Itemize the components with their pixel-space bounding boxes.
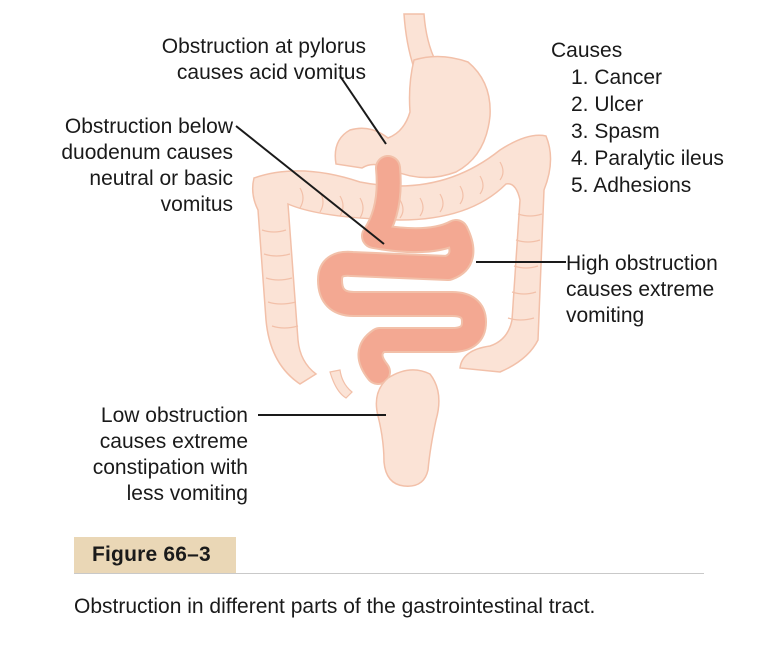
cause-item: 3. Spasm <box>571 120 660 143</box>
pylorus-label: Obstruction at pylorus causes acid vomit… <box>162 34 366 86</box>
duodenum-label-line-2: duodenum causes <box>61 141 233 164</box>
appendix <box>329 369 353 399</box>
cause-item: 5. Adhesions <box>571 174 692 197</box>
low-label-line-1: Low obstruction <box>100 404 248 427</box>
causes-title: Causes <box>551 39 623 62</box>
leader-pylorus <box>339 75 387 145</box>
low-obstruction-label: Low obstruction causes extreme constipat… <box>93 403 248 507</box>
cause-item: 1. Cancer <box>571 66 663 89</box>
leader-lines <box>235 75 566 416</box>
rectum <box>375 369 440 487</box>
pylorus-label-line-1: Obstruction at pylorus <box>161 35 366 58</box>
high-label-line-3: vomiting <box>566 304 645 327</box>
cause-item: 4. Paralytic ileus <box>571 147 724 170</box>
leader-duodenum <box>235 125 385 245</box>
duodenum-label-line-1: Obstruction below <box>64 115 233 138</box>
low-label-line-3: constipation with <box>92 456 248 479</box>
figure-label: Figure 66–3 <box>74 537 236 573</box>
gi-tract-illustration <box>235 13 566 487</box>
duodenum-label-line-3: neutral or basic <box>89 167 233 190</box>
causes-list: 1. Cancer 2. Ulcer 3. Spasm 4. Paralytic… <box>571 64 724 199</box>
figure-label-bar: Figure 66–3 <box>74 537 704 574</box>
high-label-line-1: High obstruction <box>566 252 718 275</box>
high-label-line-2: causes extreme <box>566 278 715 301</box>
pylorus-label-line-2: causes acid vomitus <box>176 61 366 84</box>
low-label-line-4: less vomiting <box>126 482 248 505</box>
colon-haustra <box>261 161 543 329</box>
high-obstruction-label: High obstruction causes extreme vomiting <box>566 251 718 329</box>
duodenum-label: Obstruction below duodenum causes neutra… <box>61 114 233 218</box>
figure-caption: Obstruction in different parts of the ga… <box>74 595 596 618</box>
duodenum-label-line-4: vomitus <box>160 193 233 216</box>
cause-item: 2. Ulcer <box>571 93 644 116</box>
low-label-line-2: causes extreme <box>99 430 248 453</box>
